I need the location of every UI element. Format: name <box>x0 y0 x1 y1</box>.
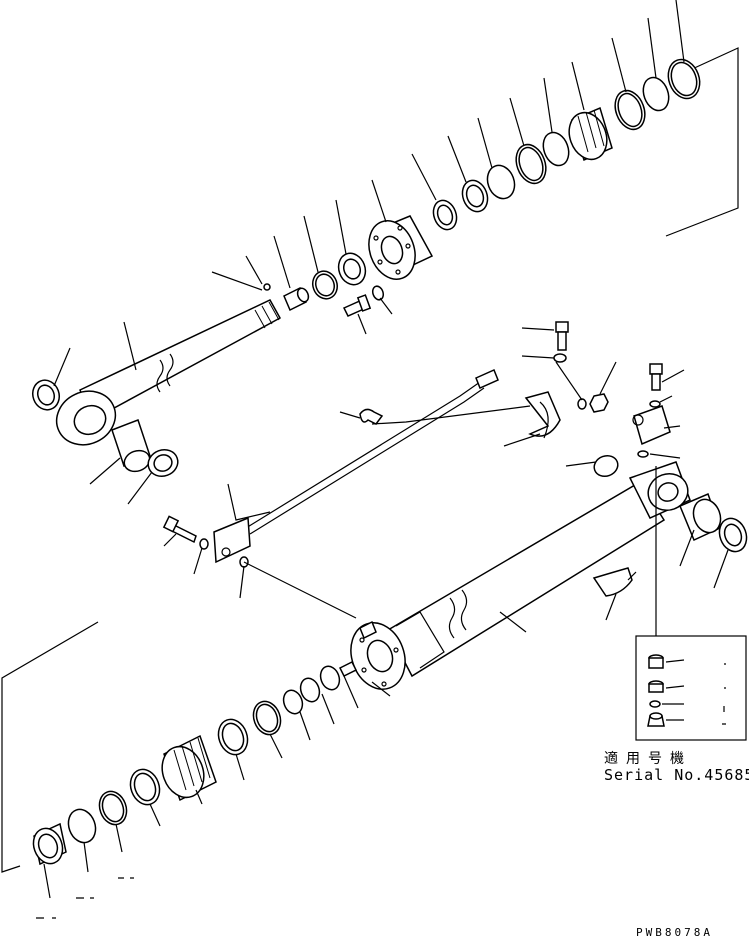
tube-clamp <box>592 567 633 597</box>
frame-bracket-left <box>1 621 99 873</box>
inset-plug-2 <box>648 680 664 693</box>
lower-ring-8 <box>67 808 97 844</box>
leader-lines <box>43 0 729 899</box>
dust-seal-left <box>32 379 60 411</box>
ball <box>263 283 271 291</box>
lower-ring-3 <box>282 689 304 715</box>
ring-7 <box>642 76 670 112</box>
ring-6 <box>614 89 646 131</box>
bolt-upper <box>553 321 569 363</box>
o-ring-small <box>637 450 649 458</box>
cylinder-tube <box>350 461 691 690</box>
cushion-plunger <box>283 286 310 312</box>
snap-ring <box>311 270 339 300</box>
pipe-clamp <box>524 391 561 439</box>
ring-8 <box>667 58 701 100</box>
bolt-left <box>162 515 209 550</box>
piston-bolt <box>342 294 372 317</box>
index-marks <box>36 877 134 919</box>
dust-seal-rod-end <box>147 449 179 477</box>
rod-assembly <box>55 299 282 446</box>
hydraulic-pipe <box>245 368 499 640</box>
piston-head <box>368 215 434 280</box>
ring-4 <box>515 143 547 185</box>
inset-plug-3 <box>647 712 665 727</box>
cylinder-head-seal-pack <box>161 734 217 802</box>
washer-small <box>371 285 385 301</box>
nut-upper <box>577 393 609 413</box>
inset-box <box>635 635 747 741</box>
dust-seal-tube-end <box>718 517 748 553</box>
drawing-code: PWB8078A <box>636 926 713 939</box>
piston-seal-pack <box>568 106 613 162</box>
lower-ring-4 <box>252 700 282 736</box>
bushing-mid <box>593 454 619 478</box>
applicability-note: 適用号機 <box>604 751 692 767</box>
ring-3 <box>486 164 516 200</box>
frame-bracket-top <box>665 47 739 237</box>
lower-ring-1 <box>319 665 341 691</box>
inset-o-ring <box>649 700 661 708</box>
lower-nut <box>32 822 67 866</box>
rod-bushing <box>111 419 151 473</box>
pipe-block-left <box>213 516 251 564</box>
serial-number-note: Serial No.45685~ <box>604 766 749 784</box>
rod-nut <box>337 252 367 286</box>
lower-ring-6 <box>129 768 161 806</box>
set-screw <box>338 660 358 678</box>
inset-plug-1 <box>648 654 664 669</box>
wear-ring-2 <box>461 179 489 213</box>
ring-5 <box>542 131 570 167</box>
lower-ring-2 <box>299 677 321 703</box>
bolt-right <box>649 363 663 408</box>
pipe-block-right <box>632 405 671 446</box>
lower-ring-5 <box>217 718 249 756</box>
wear-ring-1 <box>432 199 458 231</box>
elbow-fitting <box>359 408 384 425</box>
lower-ring-7 <box>98 790 128 826</box>
